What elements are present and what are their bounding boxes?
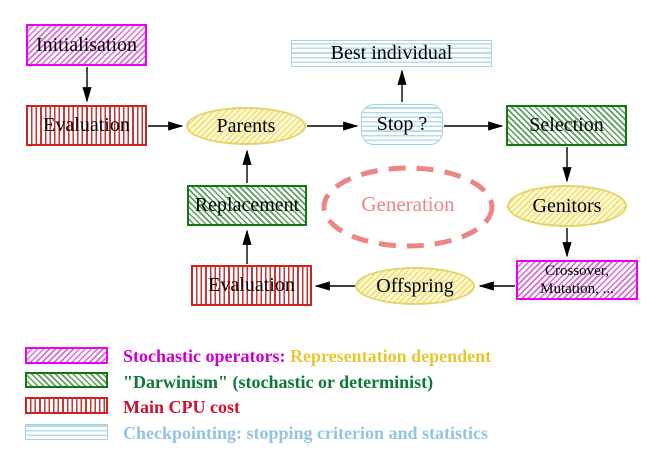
- legend-text-representation-dependent: Representation dependent: [289, 346, 492, 366]
- legend-swatch-checkpointing: [25, 424, 108, 440]
- node-offspring-ellipse: Offspring: [355, 267, 475, 305]
- legend-swatch-darwinism: [25, 372, 108, 388]
- node-evaluation-bottom: Evaluation: [191, 265, 312, 306]
- legend-swatch-main-cpu-cost: [25, 397, 108, 414]
- legend-text-stochastic: Stochastic operators:: [123, 346, 286, 366]
- node-crossover-mutation: Crossover, Mutation, ...: [516, 260, 638, 300]
- crossover-line2: Mutation, ...: [540, 281, 614, 297]
- node-initialisation: Initialisation: [26, 24, 147, 66]
- node-evaluation-top: Evaluation: [26, 105, 147, 146]
- node-stop-test: Stop ?: [361, 104, 443, 145]
- legend-label-checkpointing: Checkpointing: stopping criterion and st…: [123, 423, 489, 443]
- node-best-individual: Best individual: [291, 40, 492, 67]
- legend-label-darwinism: "Darwinism" (stochastic or determinist): [123, 372, 434, 392]
- node-parents-ellipse: Parents: [186, 107, 306, 145]
- generation-label: Generation: [361, 192, 455, 216]
- legend-swatch-stochastic-operators: [25, 347, 108, 364]
- node-genitors-ellipse: Genitors: [507, 185, 627, 227]
- crossover-line1: Crossover,: [545, 263, 609, 279]
- legend-label-stochastic-operators: Stochastic operators: Representation dep…: [123, 346, 491, 367]
- node-selection: Selection: [506, 105, 627, 146]
- legend-label-main-cpu-cost: Main CPU cost: [123, 397, 240, 417]
- node-replacement: Replacement: [187, 185, 307, 226]
